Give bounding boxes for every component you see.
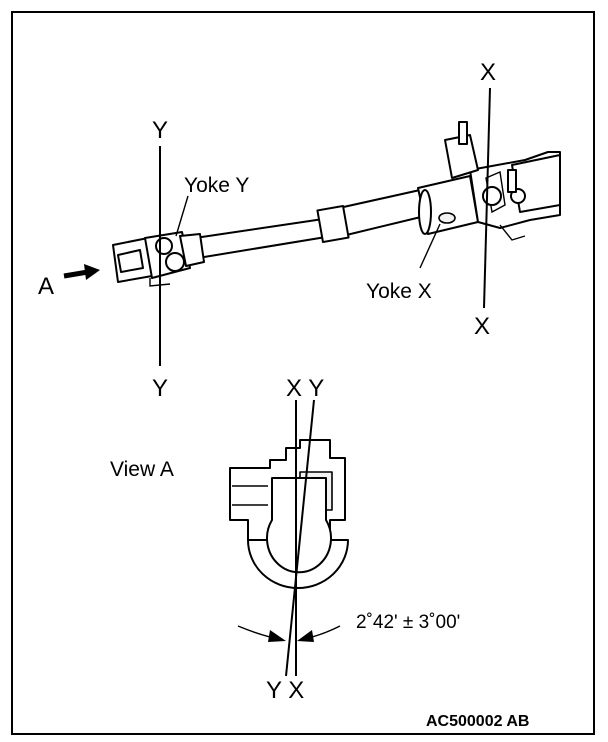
- label-xy-top: X Y: [286, 375, 324, 402]
- label-x-bottom: X: [474, 313, 490, 340]
- label-view-a: View A: [110, 458, 174, 481]
- label-yoke-x: Yoke X: [366, 280, 432, 303]
- label-yx-bottom: Y X: [266, 677, 304, 704]
- axis-x-upper: [483, 87, 491, 309]
- angle-dimension: [237, 625, 341, 642]
- label-arrow-a: A: [38, 273, 54, 300]
- figure-code: AC500002 AB: [426, 713, 529, 730]
- label-yoke-y: Yoke Y: [184, 174, 249, 197]
- label-x-top: X: [480, 59, 496, 86]
- axis-y-lower: [285, 399, 315, 677]
- diagram-frame: [11, 11, 595, 735]
- view-a-arrow: [63, 264, 100, 280]
- label-y-bottom: Y: [152, 375, 168, 402]
- label-angle-spec: 2˚42' ± 3˚00': [356, 612, 460, 633]
- view-a-detail: [229, 439, 349, 589]
- steering-shaft-assembly: [112, 121, 561, 287]
- label-y-top: Y: [152, 117, 168, 144]
